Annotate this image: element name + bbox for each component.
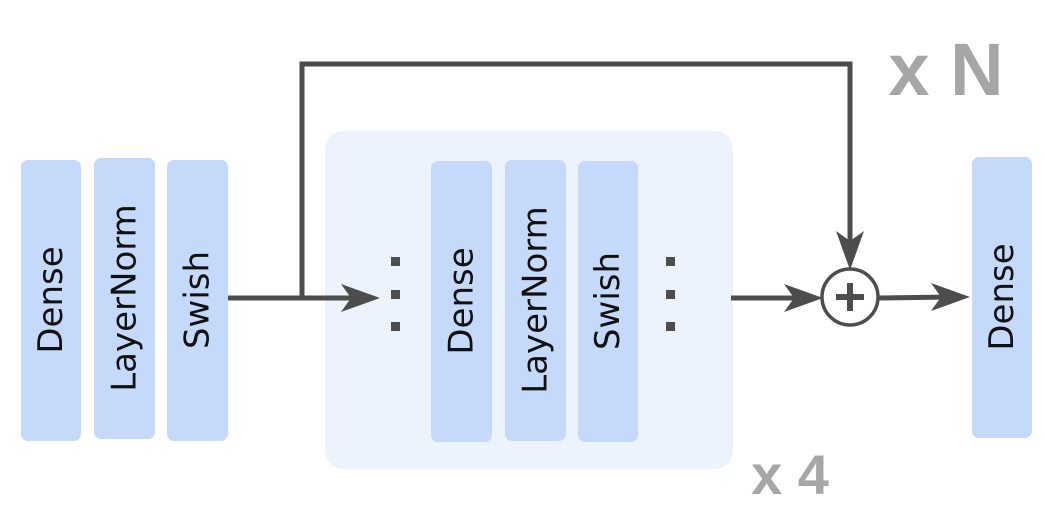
right-vertical-ellipsis-icon	[666, 257, 675, 331]
flow-connections	[228, 61, 970, 312]
sum-to-output-arrowhead	[931, 283, 970, 311]
residual-swish-layer	[578, 161, 638, 442]
skip-connection-line	[299, 61, 853, 298]
residual-swish-label: Swish	[588, 252, 628, 350]
output-block: Dense	[972, 157, 1032, 438]
residual-layernorm-layer	[505, 160, 566, 441]
output-dense-label: Dense	[982, 243, 1022, 350]
input-dense-layer	[21, 160, 81, 441]
residual-block: Dense LayerNorm Swish	[391, 160, 675, 442]
residual-dense-label: Dense	[442, 247, 482, 354]
residual-layernorm-label: LayerNorm	[516, 206, 556, 394]
residual-dense-layer	[431, 161, 492, 442]
skip-connection-arrowhead	[836, 231, 864, 270]
input-layernorm-label: LayerNorm	[105, 204, 145, 392]
input-layernorm-layer	[94, 158, 155, 439]
input-to-residual-arrowhead	[341, 284, 380, 312]
left-vertical-ellipsis-icon	[391, 257, 400, 331]
residual-to-sum-arrowhead	[784, 284, 823, 312]
outer-repeat-label: x N	[888, 28, 1003, 111]
input-dense-label: Dense	[31, 246, 71, 353]
input-block: Dense LayerNorm Swish	[21, 158, 228, 441]
plus-circle-icon	[820, 267, 880, 327]
input-swish-label: Swish	[178, 251, 218, 349]
inner-repeat-label: x 4	[751, 443, 829, 505]
sum-to-output-line	[877, 294, 953, 301]
output-dense-layer	[972, 157, 1032, 438]
input-swish-layer	[167, 160, 228, 441]
